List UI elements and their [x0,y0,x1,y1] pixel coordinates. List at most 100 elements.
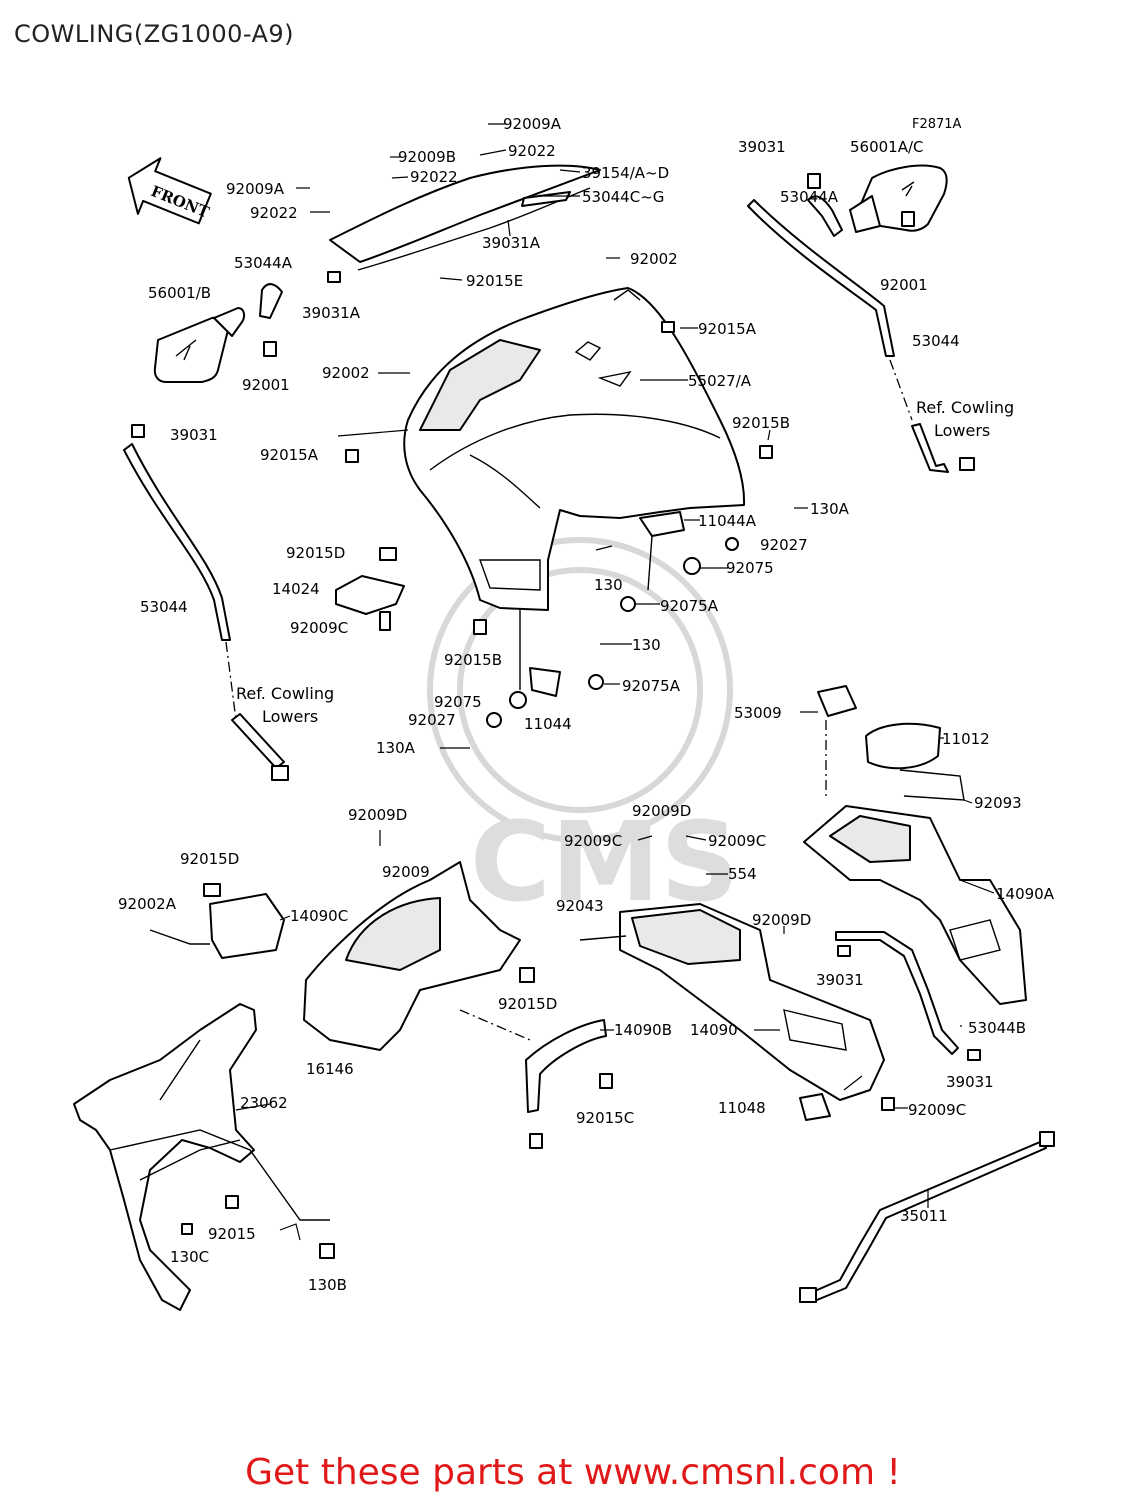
label-39031-right: 39031 [738,138,786,156]
hose-53044b [835,931,981,1061]
label-92009: 92009 [382,863,430,881]
figure-code: F2871A [912,117,962,132]
label-554: 554 [728,865,757,883]
bracket-14024 [335,547,405,631]
label-92022-mid: 92022 [410,168,458,186]
label-16146: 16146 [306,1060,354,1078]
left-mirror [153,283,283,383]
label-92009D-center: 92009D [632,802,691,820]
label-92009B: 92009B [398,148,456,166]
ref-right-line1: Ref. Cowling [916,398,1014,417]
label-92093: 92093 [974,794,1022,812]
leader-lines [235,123,995,1241]
ref-left-line2: Lowers [262,707,318,726]
bracket-14090b [525,1019,613,1149]
label-92009D-left: 92009D [348,806,407,824]
label-92022-left: 92022 [250,204,298,222]
label-53044B: 53044B [968,1019,1026,1037]
label-53009: 53009 [734,704,782,722]
ref-right-line2: Lowers [934,421,990,440]
label-92015B-lower: 92015B [444,651,502,669]
label-92009C-lower: 92009C [908,1101,966,1119]
label-14024: 14024 [272,580,320,598]
label-39031-left: 39031 [170,426,218,444]
label-92015A-left: 92015A [260,446,319,464]
tray-14090 [579,903,895,1121]
label-92002A: 92002A [118,895,177,913]
label-53044A-left: 53044A [234,254,293,272]
label-92009C-center-right: 92009C [708,832,766,850]
label-92009A-top: 92009A [503,115,562,133]
label-14090B: 14090B [614,1021,672,1039]
label-92015D-left: 92015D [180,850,239,868]
label-130A-right: 130A [810,500,850,518]
label-92075-lower: 92075 [434,693,482,711]
meter-panel-16146 [303,861,535,1051]
label-92075A-upper: 92075A [660,597,719,615]
label-92075-right: 92075 [726,559,774,577]
label-39154: 39154/A~D [582,164,669,182]
label-92015B-right: 92015B [732,414,790,432]
label-11012: 11012 [942,730,990,748]
center-hardware [327,271,773,728]
label-92001-right: 92001 [880,276,928,294]
label-55027A: 55027/A [688,372,752,390]
label-35011: 35011 [900,1207,948,1225]
frame-23062 [73,1003,335,1311]
label-92015D-lower: 92015D [498,995,557,1013]
windshield [329,164,601,271]
label-92009C-left: 92009C [290,619,348,637]
label-92002-top: 92002 [630,250,678,268]
label-92075A-lower: 92075A [622,677,681,695]
right-mirror [807,164,948,237]
right-hose [747,173,975,473]
label-23062: 23062 [240,1094,288,1112]
label-14090A: 14090A [996,885,1055,903]
part-labels: 92009A 92022 92009B 39154/A~D 92022 5304… [118,115,1055,1294]
label-39031A-left: 39031A [302,304,361,322]
label-92009D-right: 92009D [752,911,811,929]
label-92015: 92015 [208,1225,256,1243]
label-92009C-center-left: 92009C [564,832,622,850]
front-arrow: FRONT [127,157,213,225]
label-130C: 130C [170,1248,209,1266]
label-130-lower: 130 [632,636,661,654]
label-130A-lower: 130A [376,739,416,757]
label-14090C: 14090C [290,907,348,925]
bracket-14090c [149,883,285,959]
label-92002-left: 92002 [322,364,370,382]
label-92027-lower: 92027 [408,711,456,729]
label-53044-right: 53044 [912,332,960,350]
label-39031A-mid: 39031A [482,234,541,252]
upper-cowling [403,287,746,611]
label-56001AC: 56001A/C [850,138,924,156]
ref-left-line1: Ref. Cowling [236,684,334,703]
label-92015D-upper: 92015D [286,544,345,562]
label-53044C: 53044C~G [582,188,664,206]
label-92015A-right: 92015A [698,320,757,338]
label-11044: 11044 [524,715,572,733]
label-53044A-right: 53044A [780,188,839,206]
tray-14090a [803,685,1027,1005]
label-39031-lower: 39031 [946,1073,994,1091]
label-130-upper: 130 [594,576,623,594]
label-14090: 14090 [690,1021,738,1039]
label-92001-left: 92001 [242,376,290,394]
left-hose [123,424,289,781]
footer-link-text[interactable]: Get these parts at www.cmsnl.com ! [245,1452,901,1493]
cable-35011 [799,1131,1055,1303]
label-56001B: 56001/B [148,284,211,302]
label-92015C: 92015C [576,1109,634,1127]
label-39031-tray: 39031 [816,971,864,989]
label-92022-top: 92022 [508,142,556,160]
label-130B: 130B [308,1276,347,1294]
label-11048: 11048 [718,1099,766,1117]
label-92043: 92043 [556,897,604,915]
label-92009A-left: 92009A [226,180,285,198]
label-92027-right: 92027 [760,536,808,554]
label-11044A: 11044A [698,512,757,530]
label-92015E: 92015E [466,272,523,290]
label-53044-left: 53044 [140,598,188,616]
page-title: COWLING(ZG1000-A9) [14,20,295,48]
